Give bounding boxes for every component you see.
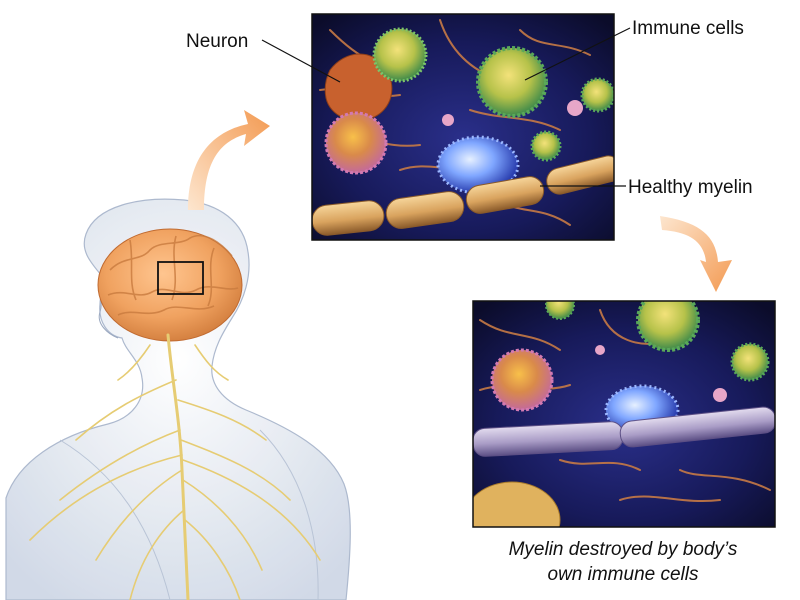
label-immune-cells: Immune cells bbox=[632, 18, 744, 39]
immune-cell bbox=[636, 301, 700, 352]
leader-lines bbox=[261, 27, 631, 187]
label-neuron: Neuron bbox=[186, 31, 248, 52]
immune-cell bbox=[490, 348, 554, 412]
blue-immune-cell bbox=[436, 135, 520, 195]
immune-cell bbox=[476, 46, 548, 118]
immune-cell bbox=[372, 27, 428, 83]
immune-cell bbox=[545, 301, 575, 320]
damaged-nerve-panel bbox=[472, 300, 776, 528]
brain-folds bbox=[107, 234, 239, 316]
healthy-myelin-sheath bbox=[312, 155, 614, 236]
immune-cell bbox=[530, 130, 562, 162]
arrow-to-healthy-panel bbox=[188, 110, 270, 210]
immune-cell bbox=[324, 111, 388, 175]
brain bbox=[97, 228, 243, 342]
nervous-system bbox=[29, 333, 321, 600]
label-healthy-myelin: Healthy myelin bbox=[628, 177, 753, 198]
shoulder-contour bbox=[59, 429, 319, 600]
arrow-to-damaged-panel bbox=[660, 216, 732, 292]
damaged-myelin-sheath bbox=[473, 406, 775, 457]
immune-cell bbox=[730, 342, 770, 382]
caption-line-2: own immune cells bbox=[548, 564, 699, 585]
caption-line-1: Myelin destroyed by body’s bbox=[509, 539, 738, 560]
healthy-nerve-panel bbox=[311, 13, 615, 241]
human-figure bbox=[5, 198, 351, 600]
neuron-cell-body bbox=[473, 481, 561, 527]
focus-box bbox=[157, 261, 204, 295]
immune-cell bbox=[580, 77, 614, 113]
